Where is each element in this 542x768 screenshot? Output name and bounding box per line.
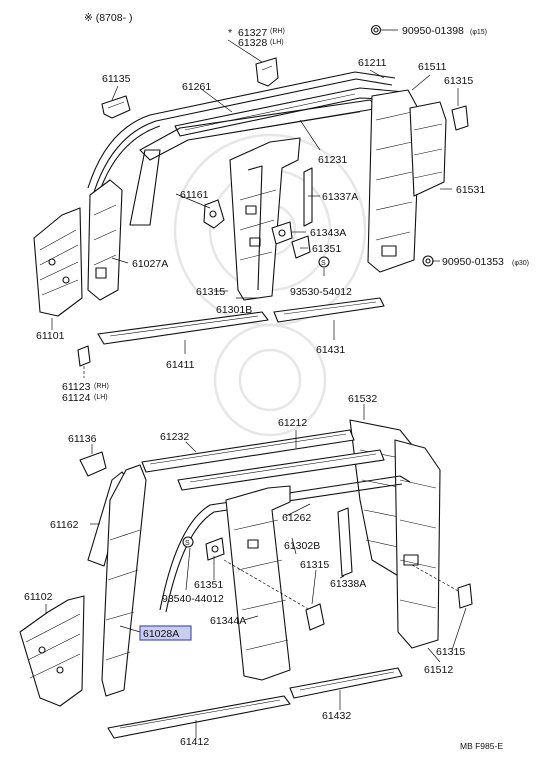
part-61261-roof-rail <box>87 71 396 197</box>
part-61411-rocker <box>97 311 269 345</box>
mark-asterisk: * <box>228 27 232 39</box>
label-61531: 61531 <box>456 184 485 196</box>
leaders-bottom <box>45 404 467 738</box>
part-61135-bracket <box>101 95 131 119</box>
part-61511-quarter-inner <box>367 89 421 273</box>
label-61315-bottom-mid: 61315 <box>300 559 329 571</box>
label-61027A: 61027A <box>132 258 168 270</box>
label-61337A: 61337A <box>322 191 358 203</box>
part-61327-bracket <box>255 57 279 87</box>
label-61231: 61231 <box>318 154 347 166</box>
label-61102: 61102 <box>24 591 53 603</box>
part-90950-01398-plug <box>370 24 382 36</box>
label-93530-54012: 93530-54012 <box>290 286 352 298</box>
part-61212-rail <box>177 449 385 491</box>
part-61136-bracket <box>79 451 107 477</box>
part-61351-bottom-pad <box>205 537 225 561</box>
label-61351-bottom: 61351 <box>194 579 223 591</box>
label-61136: 61136 <box>68 433 97 445</box>
part-61315-bottom-right-bracket <box>457 583 473 609</box>
dashed-guides <box>223 559 461 611</box>
part-90950-01353-plug <box>422 255 434 267</box>
part-93540-44012-screw: S <box>182 536 194 548</box>
label-61135: 61135 <box>102 73 131 85</box>
label-61512: 61512 <box>424 664 453 676</box>
part-61512-quarter-inner <box>394 439 441 649</box>
label-61301B: 61301B <box>216 304 252 316</box>
part-61161-bracket <box>203 199 225 229</box>
svg-text:S: S <box>321 260 326 267</box>
part-61343A-plate <box>271 221 293 245</box>
label-90950-01398: 90950-01398 <box>402 25 464 37</box>
label-61101: 61101 <box>36 330 65 342</box>
label-61511: 61511 <box>418 61 447 73</box>
label-61432: 61432 <box>322 710 351 722</box>
part-61102-front-pillar <box>19 595 85 707</box>
part-93530-54012-screw: S <box>318 256 330 268</box>
label-61343A: 61343A <box>310 227 346 239</box>
label-61261: 61261 <box>182 81 211 93</box>
labels: ※ (8708- ) 61327 (RH) 61328 (LH) * 90950… <box>24 12 529 751</box>
label-61124-suffix: (LH) <box>94 394 108 401</box>
part-61351-pad <box>291 235 311 259</box>
label-61411: 61411 <box>166 359 195 371</box>
label-61315-top-mid: 61315 <box>196 286 225 298</box>
part-61531-quarter-outer <box>409 101 447 197</box>
label-61315-top-right: 61315 <box>444 75 473 87</box>
label-61232: 61232 <box>160 431 189 443</box>
label-61262: 61262 <box>282 512 311 524</box>
label-61338A: 61338A <box>330 578 366 590</box>
label-90950-01353-note: (φ30) <box>512 260 529 267</box>
part-61028A-pillar-inner <box>101 464 147 697</box>
part-61232-rail <box>141 429 355 473</box>
label-61123-suffix: (RH) <box>94 383 109 390</box>
label-61328-suffix: (LH) <box>270 39 284 46</box>
part-61302B-center-pillar <box>225 485 291 681</box>
leaders-top <box>51 29 459 378</box>
label-61431: 61431 <box>316 344 345 356</box>
label-61315-bottom-right: 61315 <box>436 646 465 658</box>
label-61302B: 61302B <box>284 540 320 552</box>
part-61338A-strip <box>337 507 353 577</box>
part-61431-rocker-rear <box>273 297 385 323</box>
label-61412: 61412 <box>180 736 209 748</box>
part-61123-clip <box>77 345 91 367</box>
label-61124: 61124 <box>62 392 91 404</box>
part-61337A-strip <box>303 167 313 227</box>
label-90950-01353: 90950-01353 <box>442 256 504 268</box>
label-61327: 61327 <box>238 27 267 39</box>
part-61412-rocker <box>107 695 291 739</box>
label-61162: 61162 <box>50 519 79 531</box>
part-61301B-center-pillar <box>229 137 301 301</box>
part-61315-bottom-mid-bracket <box>305 603 325 631</box>
highlight-61028A <box>139 625 192 641</box>
label-61351-top: 61351 <box>312 243 341 255</box>
label-93540-44012: 93540-44012 <box>162 593 224 605</box>
label-61532: 61532 <box>348 393 377 405</box>
part-61027A-pillar-inner <box>87 179 123 301</box>
part-61315-top-bracket <box>451 105 469 131</box>
header-note: ※ (8708- ) <box>84 12 132 24</box>
part-61432-rocker-rear <box>289 667 403 699</box>
label-61028A: 61028A <box>143 628 179 640</box>
watermark-emblem-bottom <box>213 323 327 437</box>
footer-code: MB F985-E <box>460 741 503 751</box>
label-61344A: 61344A <box>210 615 246 627</box>
label-61123: 61123 <box>62 381 91 393</box>
part-61101-front-pillar <box>33 207 83 317</box>
svg-text:S: S <box>185 540 190 547</box>
label-61212: 61212 <box>278 417 307 429</box>
label-61161: 61161 <box>180 189 209 201</box>
label-61327-suffix: (RH) <box>270 28 285 35</box>
label-61211: 61211 <box>358 57 387 69</box>
label-90950-01398-note: (φ15) <box>470 29 487 36</box>
label-61328: 61328 <box>238 37 267 49</box>
